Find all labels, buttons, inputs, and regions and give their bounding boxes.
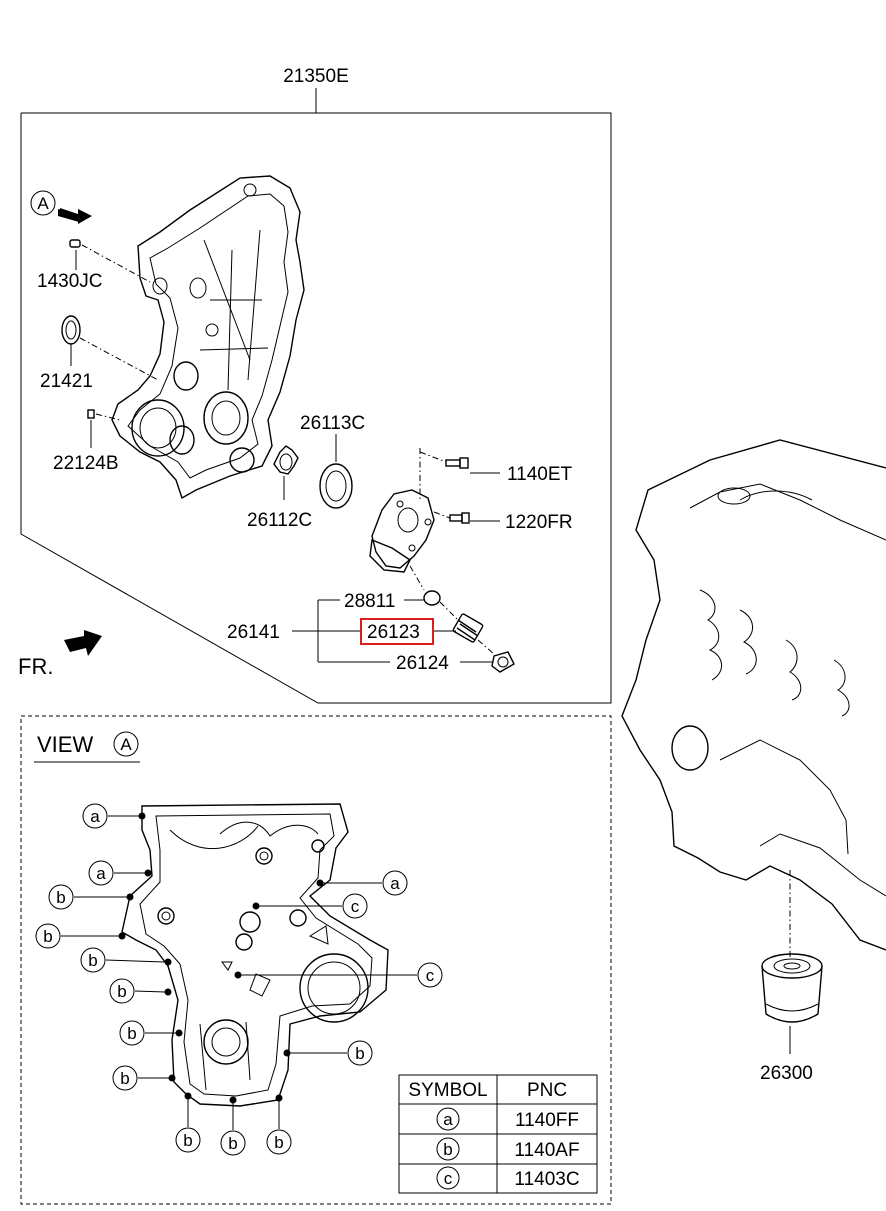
bolt-1220fr-label[interactable]: 1220FR [505, 512, 573, 533]
bolt-1220fr-part: 1220FR [433, 511, 573, 533]
oil-pump-housing-drawing [369, 448, 435, 591]
callout-a-2: a [96, 864, 106, 883]
assembly-frame: 21350E [20, 66, 612, 704]
front-arrow-icon [64, 630, 102, 656]
plug-label[interactable]: 22124B [53, 453, 119, 474]
legend-pnc-a[interactable]: 1140FF [515, 1110, 579, 1131]
callout-b-5: b [127, 1024, 136, 1043]
bolt-1140et-label[interactable]: 1140ET [507, 464, 573, 485]
legend-table: SYMBOL PNC a 1140FF b 1140AF c 11403C [398, 1074, 598, 1194]
legend-symbol-c: c [444, 1169, 453, 1188]
callout-a-1: a [90, 807, 100, 826]
legend-symbol-b: b [443, 1140, 452, 1159]
view-a-letter: A [37, 194, 49, 213]
callout-b-7: b [355, 1044, 364, 1063]
inner-rotor-label[interactable]: 26112C [247, 510, 312, 531]
callout-c-2: c [426, 966, 435, 985]
outer-rotor-label[interactable]: 26113C [300, 413, 365, 434]
legend-pnc-b[interactable]: 1140AF [514, 1140, 579, 1161]
callout-b-1: b [56, 888, 65, 907]
engine-block-drawing [621, 439, 886, 960]
relief-spring-highlight [360, 618, 434, 645]
callouts-a: a a a [82, 803, 408, 896]
callout-b-8: b [183, 1131, 192, 1150]
view-title: VIEW [37, 732, 93, 757]
inner-rotor-part: 26112C [247, 445, 312, 531]
cover-rear-view-drawing [121, 803, 389, 1107]
callout-b-10: b [274, 1133, 283, 1152]
oil-seal-label[interactable]: 21421 [40, 371, 93, 392]
legend-header-pnc: PNC [527, 1080, 567, 1101]
callouts-c: c c [234, 893, 443, 988]
callout-b-4: b [117, 982, 126, 1001]
dowel-pin-part: 1430JC [37, 239, 151, 292]
callouts-b: b b b b b b b b b b [35, 884, 373, 1156]
relief-plug-label[interactable]: 28811 [344, 591, 395, 612]
callout-b-2: b [43, 927, 52, 946]
front-marker: FR. [18, 630, 102, 679]
callout-b-6: b [120, 1069, 129, 1088]
relief-valve-group: 28811 26141 26123 26124 [227, 590, 515, 674]
legend-symbol-a: a [443, 1110, 453, 1129]
legend-pnc-c[interactable]: 11403C [514, 1169, 579, 1190]
view-ref-letter: A [120, 735, 132, 754]
view-a-marker: A [30, 190, 92, 224]
bolt-1140et-part: 1140ET [419, 451, 573, 485]
legend-header-symbol: SYMBOL [408, 1080, 487, 1101]
front-label: FR. [18, 654, 53, 679]
view-a-section: VIEW A [20, 715, 612, 1205]
oil-seal-part: 21421 [40, 315, 159, 392]
oil-filter-label[interactable]: 26300 [760, 1063, 813, 1084]
relief-spring-label[interactable]: 26123 [367, 622, 420, 643]
oil-filter-part: 26300 [760, 953, 823, 1084]
relief-kit-label[interactable]: 26141 [227, 622, 280, 643]
assembly-part-number[interactable]: 21350E [283, 66, 349, 87]
outer-rotor-part: 26113C [300, 413, 365, 509]
callout-a-3: a [390, 874, 400, 893]
callout-b-3: b [88, 951, 97, 970]
plug-part: 22124B [53, 409, 121, 474]
relief-plunger-label[interactable]: 26124 [396, 653, 449, 674]
callout-b-9: b [228, 1134, 237, 1153]
timing-cover-drawing [111, 175, 305, 500]
callout-c-1: c [351, 897, 360, 916]
dowel-pin-label[interactable]: 1430JC [37, 271, 103, 292]
